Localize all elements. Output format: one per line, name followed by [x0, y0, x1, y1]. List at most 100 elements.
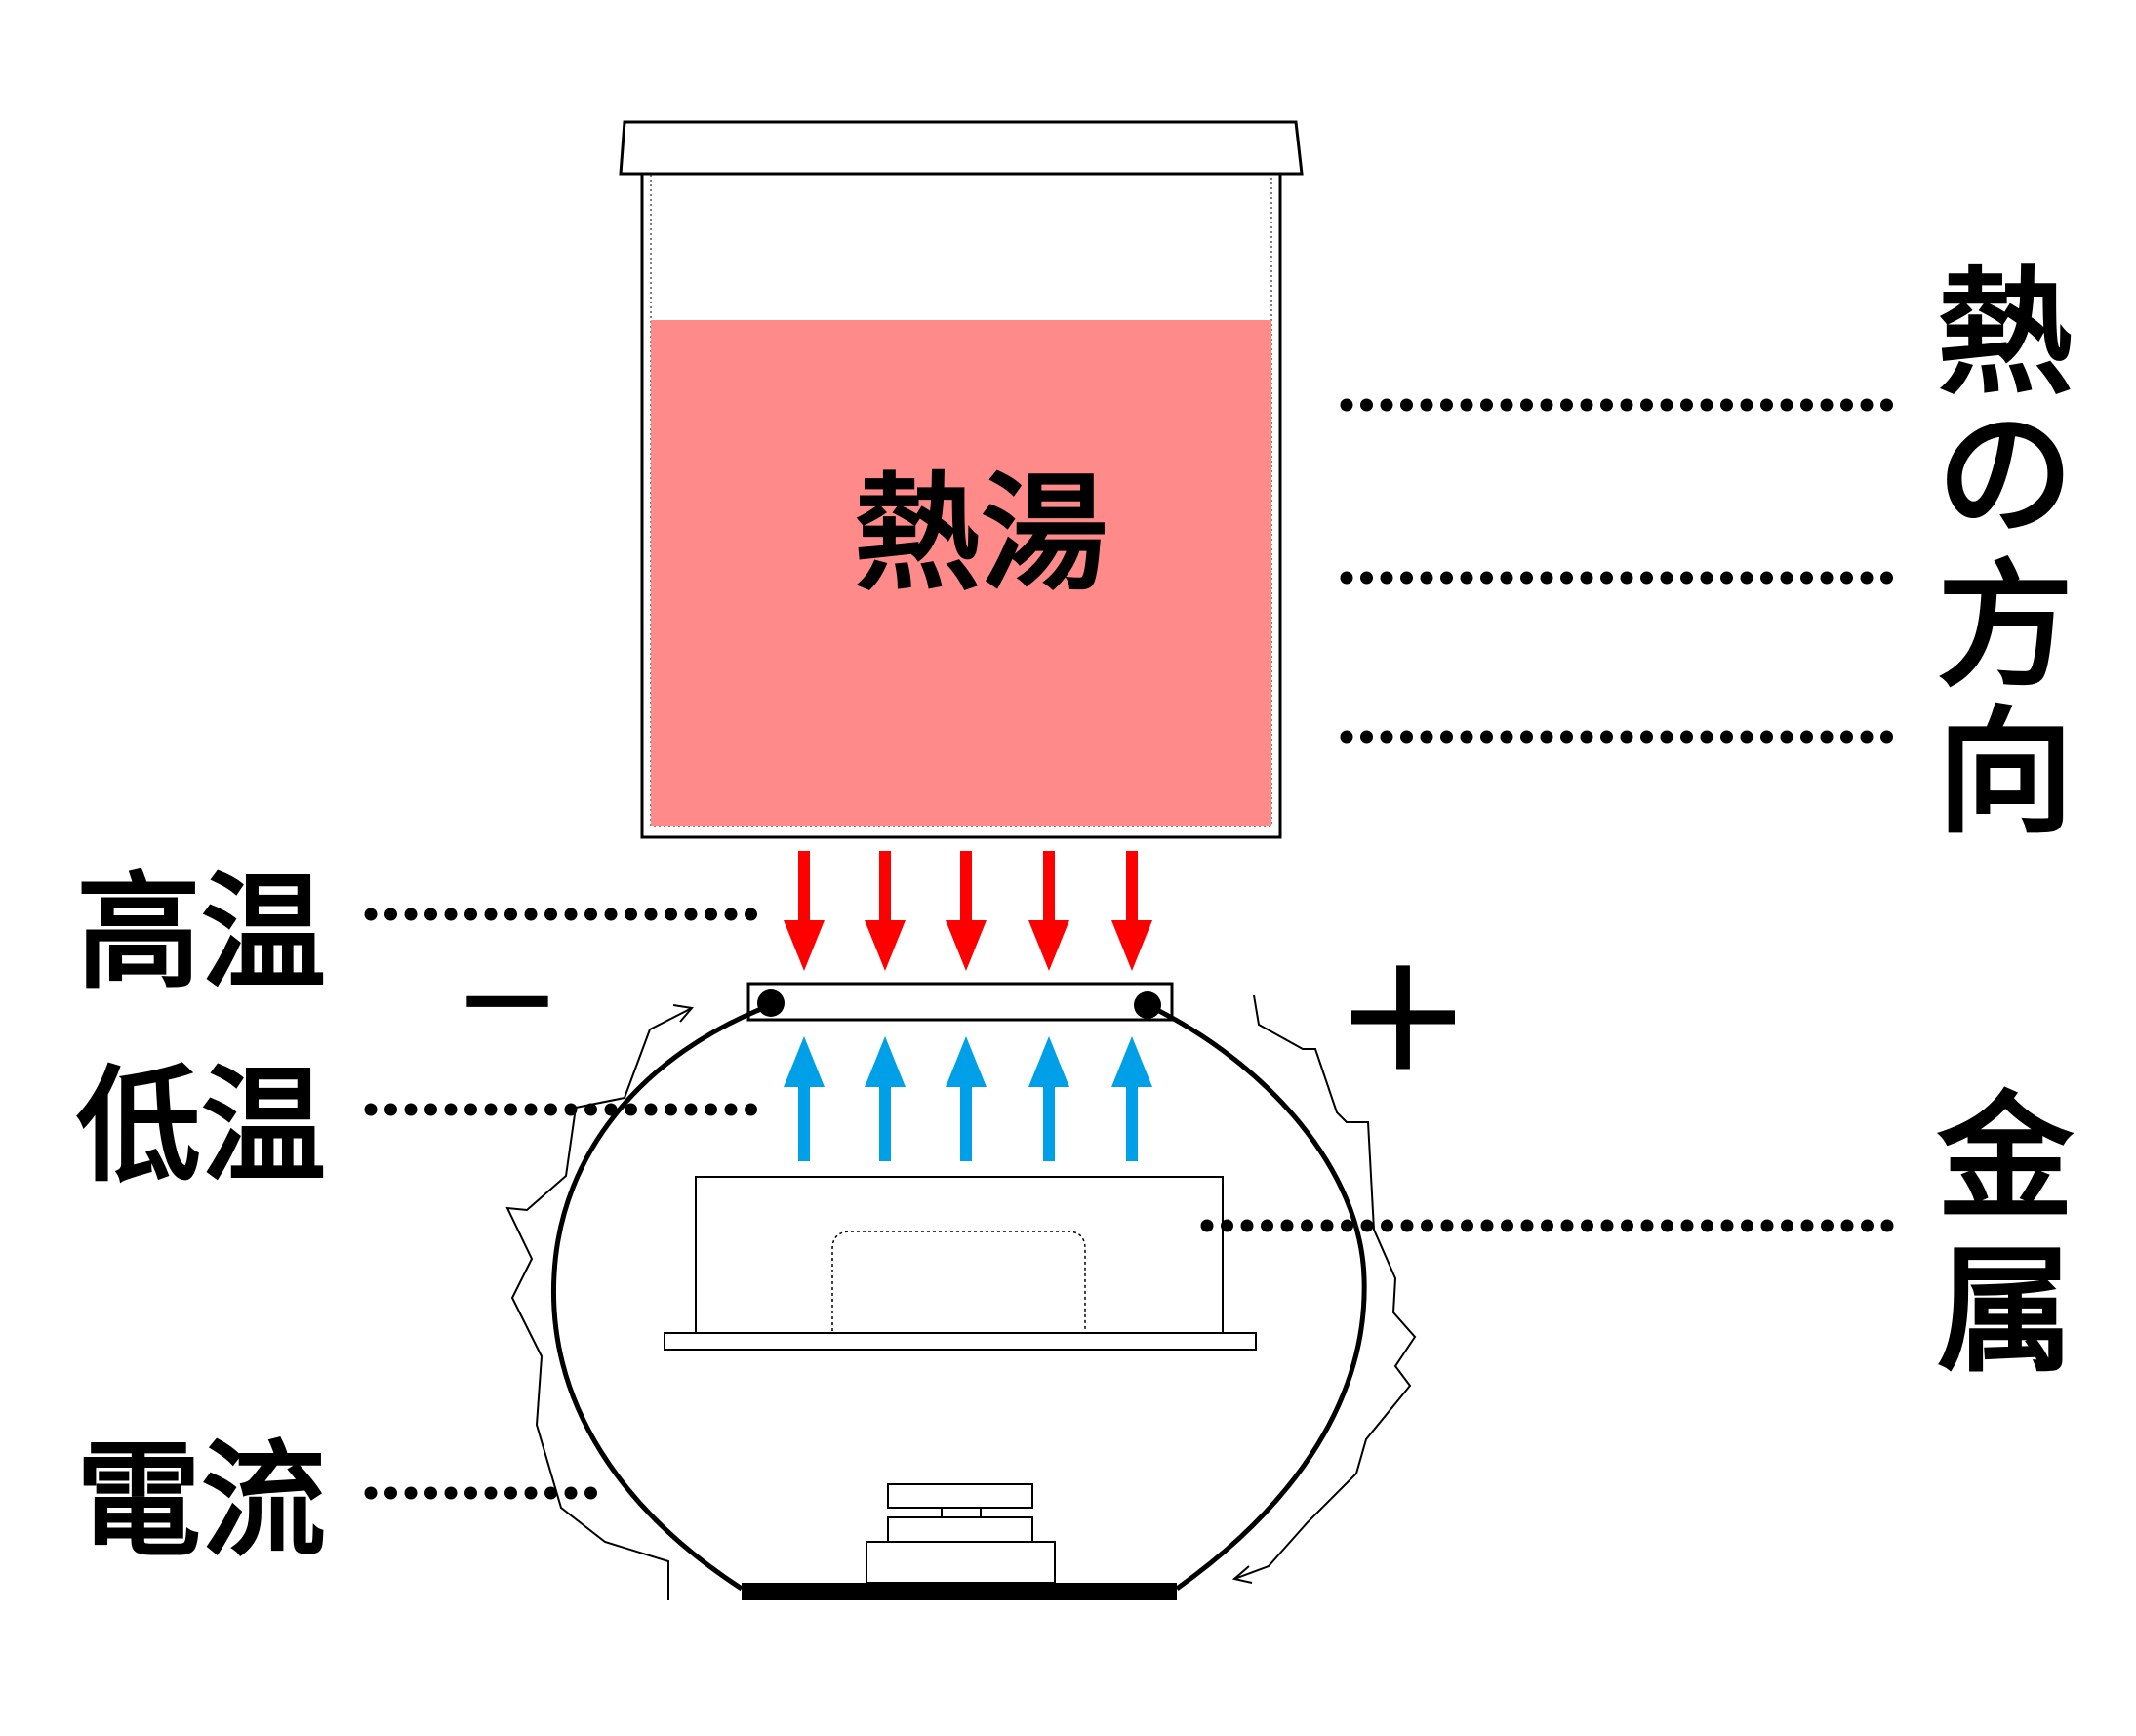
metal-char-2: 属: [1937, 1232, 2074, 1392]
leader-dot: [1720, 398, 1733, 412]
device-window: [831, 1231, 1086, 1331]
leader-dot: [1221, 1219, 1233, 1232]
leader-dot: [1840, 398, 1853, 412]
metal-plate: [746, 982, 1174, 1022]
leader-dot: [544, 1486, 557, 1500]
leader-dot: [404, 908, 418, 921]
leader-dot: [1420, 398, 1433, 412]
leader-dot: [424, 1103, 437, 1116]
leader-dot: [504, 1103, 517, 1116]
cold-arrows: [784, 1036, 1152, 1161]
leader-dot: [1621, 1219, 1633, 1232]
minus-sign: －: [454, 943, 561, 1068]
leader-dot: [1480, 1219, 1494, 1232]
leader-dot: [644, 908, 658, 921]
leader-dot: [1840, 1219, 1854, 1232]
leader-dot: [1640, 571, 1653, 585]
leader-dot: [1261, 1219, 1273, 1232]
leader-dot: [1620, 571, 1633, 585]
plate: [746, 982, 1174, 1022]
leader-dot: [1540, 730, 1553, 744]
base: [742, 1583, 1177, 1600]
leader-dot: [584, 1103, 597, 1116]
leader-dot: [1740, 571, 1753, 585]
leader-dot: [1740, 398, 1753, 412]
leader-dot: [1560, 571, 1573, 585]
leader-dot: [705, 908, 717, 921]
leader-dot: [584, 1486, 597, 1500]
leader-dot: [1580, 730, 1593, 744]
leader-dot: [564, 1103, 578, 1116]
leader-dot: [1760, 1219, 1774, 1232]
leader-dot: [1520, 398, 1533, 412]
leader-dot: [1421, 1219, 1433, 1232]
leader-dot: [1560, 398, 1573, 412]
cup: 熱湯: [619, 120, 1304, 839]
leader-dot: [464, 1486, 477, 1500]
leader-dot: [424, 908, 437, 921]
base-component: [866, 1483, 1056, 1584]
leader-dot: [1740, 730, 1753, 744]
leader-dot: [1661, 1219, 1673, 1232]
leader-dot: [1700, 730, 1713, 744]
leader-dot: [1880, 398, 1893, 412]
leader-dot: [1640, 1219, 1654, 1232]
leader-dot: [1680, 571, 1693, 585]
leader-dot: [1820, 571, 1834, 585]
hot-arrow-1: [784, 851, 825, 971]
leader-dot: [1780, 398, 1793, 412]
leader-dot: [424, 1486, 437, 1500]
leader-dot: [1380, 398, 1393, 412]
cup-lid: [619, 120, 1304, 176]
leader-dot: [1380, 730, 1393, 744]
leader-dot: [1820, 398, 1834, 412]
hot-water: [651, 320, 1271, 826]
leader-dot: [1460, 730, 1473, 744]
leader-dot: [1660, 398, 1673, 412]
leader-dot: [1500, 398, 1513, 412]
leader-dot: [384, 1486, 397, 1500]
leader-heat-2: [1340, 571, 1893, 585]
hot-arrows: [784, 851, 1152, 971]
leader-dot: [564, 908, 578, 921]
leader-dot: [604, 1103, 618, 1116]
metal-char-1: 金: [1936, 1079, 2075, 1238]
leader-dot: [1420, 730, 1433, 744]
left-contact: [757, 989, 785, 1017]
leader-current: [364, 1486, 597, 1500]
leader-dot: [1800, 398, 1813, 412]
leader-dot: [1520, 571, 1533, 585]
leader-dot: [1660, 730, 1673, 744]
leader-dot: [1360, 730, 1373, 744]
hot-arrow-2: [865, 851, 906, 971]
leader-dot: [444, 908, 458, 921]
leader-dot: [1880, 571, 1893, 585]
heat-direction-char-1: 熱: [1937, 255, 2074, 414]
leader-dot: [1741, 1219, 1753, 1232]
leader-dot: [1420, 571, 1433, 585]
cold-arrow-5: [1111, 1036, 1152, 1161]
leader-dot: [364, 1103, 378, 1116]
leader-dot: [1340, 571, 1353, 585]
leader-dot: [1600, 398, 1613, 412]
leader-dot: [1780, 730, 1793, 744]
leader-dot: [404, 1103, 418, 1116]
leader-dot: [1581, 1219, 1593, 1232]
current-flow-left: [505, 1004, 694, 1600]
leader-dot: [1840, 571, 1853, 585]
leader-dot: [404, 1486, 418, 1500]
leader-dot: [665, 1103, 677, 1116]
leader-dot: [1680, 1219, 1694, 1232]
leader-dot: [1400, 730, 1413, 744]
leader-dot: [1800, 730, 1813, 744]
leader-dot: [724, 908, 738, 921]
leader-dot: [1780, 571, 1793, 585]
leader-dot: [1860, 571, 1874, 585]
leader-dot: [1240, 1219, 1254, 1232]
leader-dot: [1480, 730, 1493, 744]
hot-arrow-5: [1111, 851, 1152, 971]
leader-dot: [1280, 1219, 1294, 1232]
leader-dot: [1580, 571, 1593, 585]
leader-dot: [1540, 398, 1553, 412]
